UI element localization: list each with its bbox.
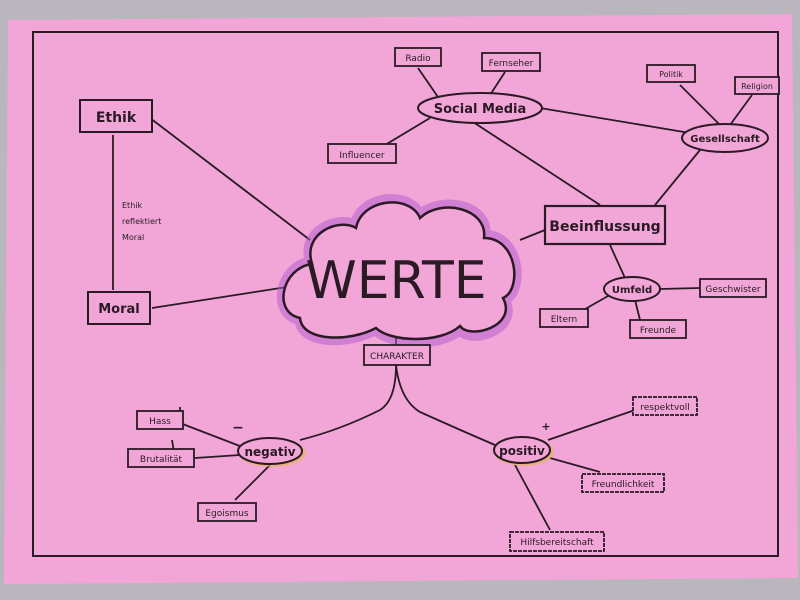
note-line: Moral	[122, 233, 144, 242]
node-respektvoll: respektvoll	[632, 396, 698, 416]
node-freunde: Freunde	[629, 319, 687, 339]
influencer-label: Influencer	[339, 151, 384, 161]
node-politik: Politik	[646, 64, 696, 83]
freundlichkeit-label: Freundlichkeit	[592, 480, 655, 490]
node-umfeld: Umfeld	[603, 276, 661, 302]
node-geschwister: Geschwister	[699, 278, 767, 298]
note-line: reflektiert	[122, 217, 161, 226]
ethik-label: Ethik	[96, 110, 137, 126]
node-gesellschaft: Gesellschaft	[681, 123, 769, 153]
central-label: WERTE	[305, 251, 486, 311]
frame-border	[32, 31, 779, 557]
radio-label: Radio	[405, 54, 431, 64]
minus-sign: −	[232, 420, 244, 436]
moral-label: Moral	[98, 302, 140, 317]
geschwister-label: Geschwister	[705, 285, 760, 295]
node-hass: Hass	[136, 410, 184, 430]
node-charakter: CHARAKTER	[363, 344, 431, 366]
eltern-label: Eltern	[551, 315, 578, 325]
ethik-note: Ethik reflektiert Moral	[122, 201, 161, 242]
node-beeinflussung: Beeinflussung	[543, 204, 667, 246]
note-line: Ethik	[122, 201, 142, 210]
node-radio: Radio	[394, 47, 442, 67]
node-religion: Religion	[734, 76, 780, 95]
node-positiv: positiv	[493, 436, 554, 466]
negativ-label: negativ	[244, 445, 295, 459]
gesellschaft-label: Gesellschaft	[690, 134, 760, 145]
node-social-media: Social Media	[417, 92, 543, 124]
religion-label: Religion	[741, 82, 773, 91]
plus-sign: +	[541, 420, 550, 433]
social-media-label: Social Media	[434, 102, 527, 117]
fernseher-label: Fernseher	[489, 59, 534, 69]
freunde-label: Freunde	[640, 326, 677, 336]
egoismus-label: Egoismus	[205, 509, 249, 519]
brutalitaet-label: Brutalität	[140, 455, 183, 465]
node-ethik: Ethik	[79, 99, 153, 133]
positiv-label: positiv	[499, 444, 545, 458]
hass-label: Hass	[149, 417, 171, 427]
node-negativ: negativ	[237, 437, 306, 467]
node-influencer: Influencer	[327, 143, 397, 164]
node-egoismus: Egoismus	[197, 502, 257, 522]
politik-label: Politik	[659, 70, 683, 79]
node-hilfsbereitschaft: Hilfsbereitschaft	[509, 531, 605, 552]
hilfsbereitschaft-label: Hilfsbereitschaft	[520, 538, 594, 548]
node-eltern: Eltern	[539, 308, 589, 328]
node-freundlichkeit: Freundlichkeit	[581, 473, 665, 493]
umfeld-label: Umfeld	[612, 285, 652, 296]
respektvoll-label: respektvoll	[640, 403, 690, 413]
node-brutalitaet: Brutalität	[127, 448, 195, 468]
node-moral: Moral	[87, 291, 151, 325]
beeinflussung-label: Beeinflussung	[549, 219, 660, 235]
connector-lines	[112, 67, 753, 531]
central-node-werte: WERTE	[277, 194, 522, 348]
charakter-label: CHARAKTER	[370, 352, 424, 362]
node-fernseher: Fernseher	[481, 52, 541, 72]
